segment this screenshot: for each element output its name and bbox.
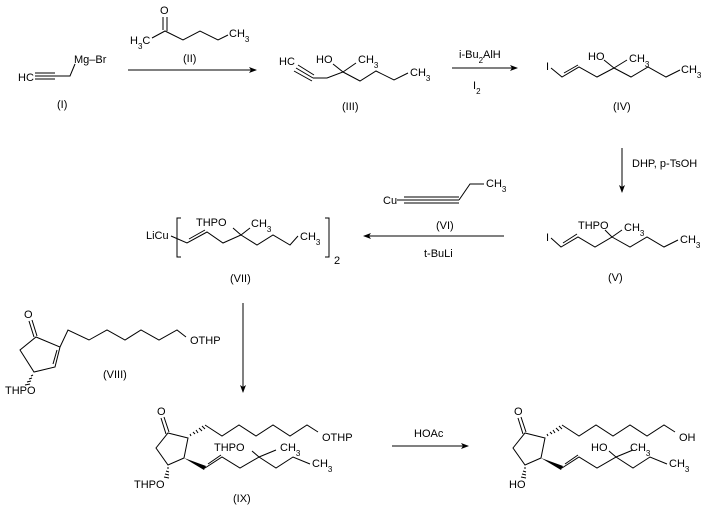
atom-label: HO xyxy=(588,51,605,63)
compound-I: HC Mg–Br (I) xyxy=(18,54,107,111)
subscript-label: 2 xyxy=(334,255,340,267)
atom-label: CH3 xyxy=(486,178,507,194)
compound-label: (III) xyxy=(342,101,359,113)
compound-II: O H3C CH3 (II) xyxy=(130,5,250,65)
atom-label: CH3 xyxy=(681,64,702,80)
atom-label: HO xyxy=(509,479,526,491)
compound-label: (II) xyxy=(183,53,196,65)
atom-label: CH3 xyxy=(629,53,650,69)
atom-label: LiCu xyxy=(146,230,169,242)
atom-label: CH3 xyxy=(280,442,301,458)
compound-label: (VI) xyxy=(436,220,454,232)
atom-label: OTHP xyxy=(190,335,221,347)
atom-label: HO xyxy=(591,442,608,454)
compound-VI: Cu CH3 (VI) xyxy=(383,178,507,232)
atom-label: THPO xyxy=(214,442,245,454)
atom-label: CH3 xyxy=(630,442,651,458)
atom-label: O xyxy=(160,5,169,17)
atom-label: OH xyxy=(679,432,696,444)
atom-label: HC xyxy=(18,72,34,84)
atom-label: I xyxy=(546,61,549,73)
compound-label: (VII) xyxy=(230,273,251,285)
final-product: O OH HO CH3 CH3 HO xyxy=(509,406,696,491)
reagent-label: i-Bu2AlH xyxy=(459,49,501,65)
atom-label: O xyxy=(514,406,523,418)
compound-IX: O OTHP THPO CH3 CH3 THPO (IX) xyxy=(134,406,353,505)
atom-label: Cu xyxy=(383,195,397,207)
atom-label: THPO xyxy=(5,385,36,397)
reagent-label: DHP, p-TsOH xyxy=(632,158,697,170)
atom-label: O xyxy=(24,309,33,321)
atom-label: O xyxy=(157,406,166,418)
atom-label: CH3 xyxy=(300,231,321,247)
compound-label: (I) xyxy=(57,99,67,111)
compound-VII: LiCu THPO CH3 CH3 2 (VII) xyxy=(146,217,340,285)
compound-V: I THPO CH3 CH3 (V) xyxy=(546,220,701,284)
atom-label: CH3 xyxy=(669,458,690,474)
reagent-label: I2 xyxy=(473,80,481,96)
compound-label: (IX) xyxy=(233,493,251,505)
atom-label: H3C xyxy=(130,35,150,51)
reagent-label: t-BuLi xyxy=(424,248,453,260)
atom-label: THPO xyxy=(196,217,227,229)
atom-label: I xyxy=(546,232,549,244)
atom-label: HO xyxy=(316,54,333,66)
reagent-label: HOAc xyxy=(414,428,444,440)
atom-label: CH3 xyxy=(680,234,701,250)
atom-label: CH3 xyxy=(229,28,250,44)
atom-label: OTHP xyxy=(322,432,353,444)
compound-label: (VIII) xyxy=(103,369,127,381)
compound-III: HC HO CH3 CH3 (III) xyxy=(279,54,431,113)
compound-label: (V) xyxy=(608,272,623,284)
atom-label: THPO xyxy=(134,479,165,491)
atom-label: THPO xyxy=(578,220,609,232)
atom-label: CH3 xyxy=(312,458,333,474)
atom-label: CH3 xyxy=(410,67,431,83)
atom-label: Mg–Br xyxy=(74,54,107,66)
atom-label: CH3 xyxy=(358,54,379,70)
compound-label: (IV) xyxy=(613,101,631,113)
atom-label: CH3 xyxy=(251,218,272,234)
atom-label: HC xyxy=(279,56,295,68)
compound-VIII: O OTHP THPO (VIII) xyxy=(5,309,221,397)
atom-label: CH3 xyxy=(624,222,645,238)
compound-IV: I HO CH3 CH3 (IV) xyxy=(546,51,702,113)
